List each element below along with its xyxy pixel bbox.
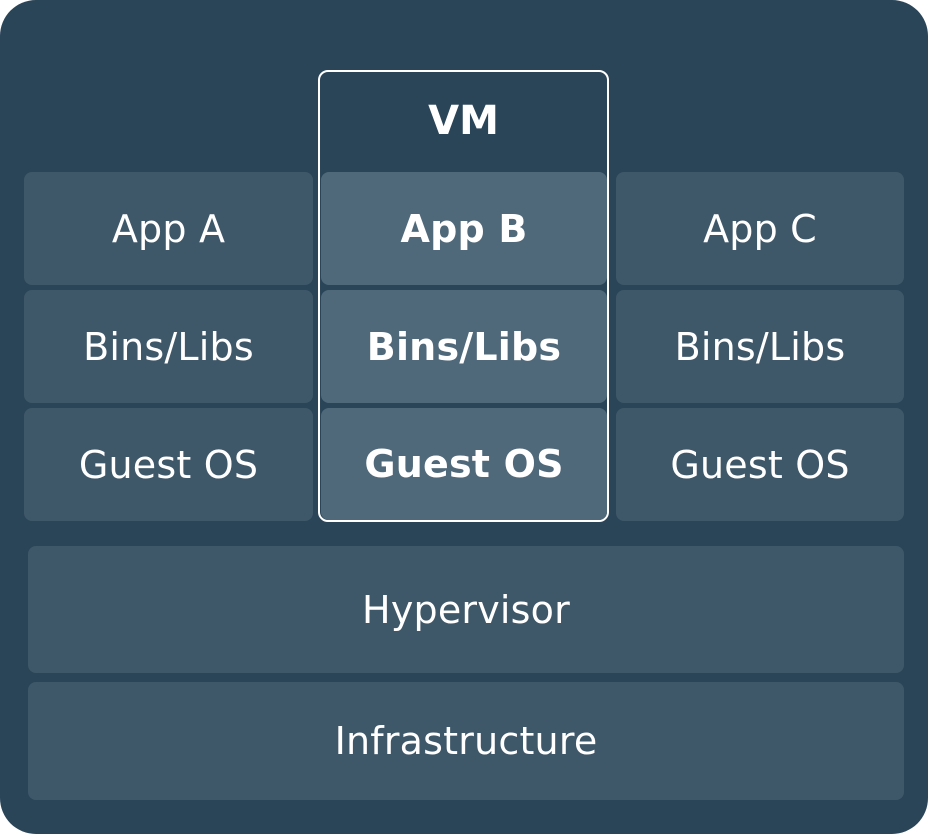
- bins-libs-c-block: Bins/Libs: [616, 290, 904, 403]
- bins-libs-a-block: Bins/Libs: [24, 290, 313, 403]
- hypervisor-label: Hypervisor: [362, 587, 570, 632]
- guest-os-a-block: Guest OS: [24, 408, 313, 521]
- vm-title: VM: [428, 98, 499, 144]
- app-c-label: App C: [703, 206, 817, 251]
- app-c-block: App C: [616, 172, 904, 285]
- hypervisor-layer: Hypervisor: [28, 546, 904, 673]
- guest-os-b-block: Guest OS: [321, 408, 607, 520]
- app-a-block: App A: [24, 172, 313, 285]
- app-a-label: App A: [111, 206, 226, 251]
- guest-os-b-label: Guest OS: [364, 442, 564, 486]
- guest-os-c-block: Guest OS: [616, 408, 904, 521]
- guest-os-a-label: Guest OS: [78, 442, 259, 487]
- bins-libs-c-label: Bins/Libs: [674, 324, 846, 369]
- bins-libs-b-block: Bins/Libs: [321, 290, 607, 403]
- app-b-block: App B: [321, 172, 607, 285]
- infrastructure-label: Infrastructure: [334, 719, 598, 763]
- bins-libs-a-label: Bins/Libs: [83, 324, 254, 369]
- bins-libs-b-label: Bins/Libs: [366, 324, 562, 369]
- infrastructure-layer: Infrastructure: [28, 682, 904, 800]
- guest-os-c-label: Guest OS: [670, 442, 850, 487]
- app-b-label: App B: [400, 206, 528, 251]
